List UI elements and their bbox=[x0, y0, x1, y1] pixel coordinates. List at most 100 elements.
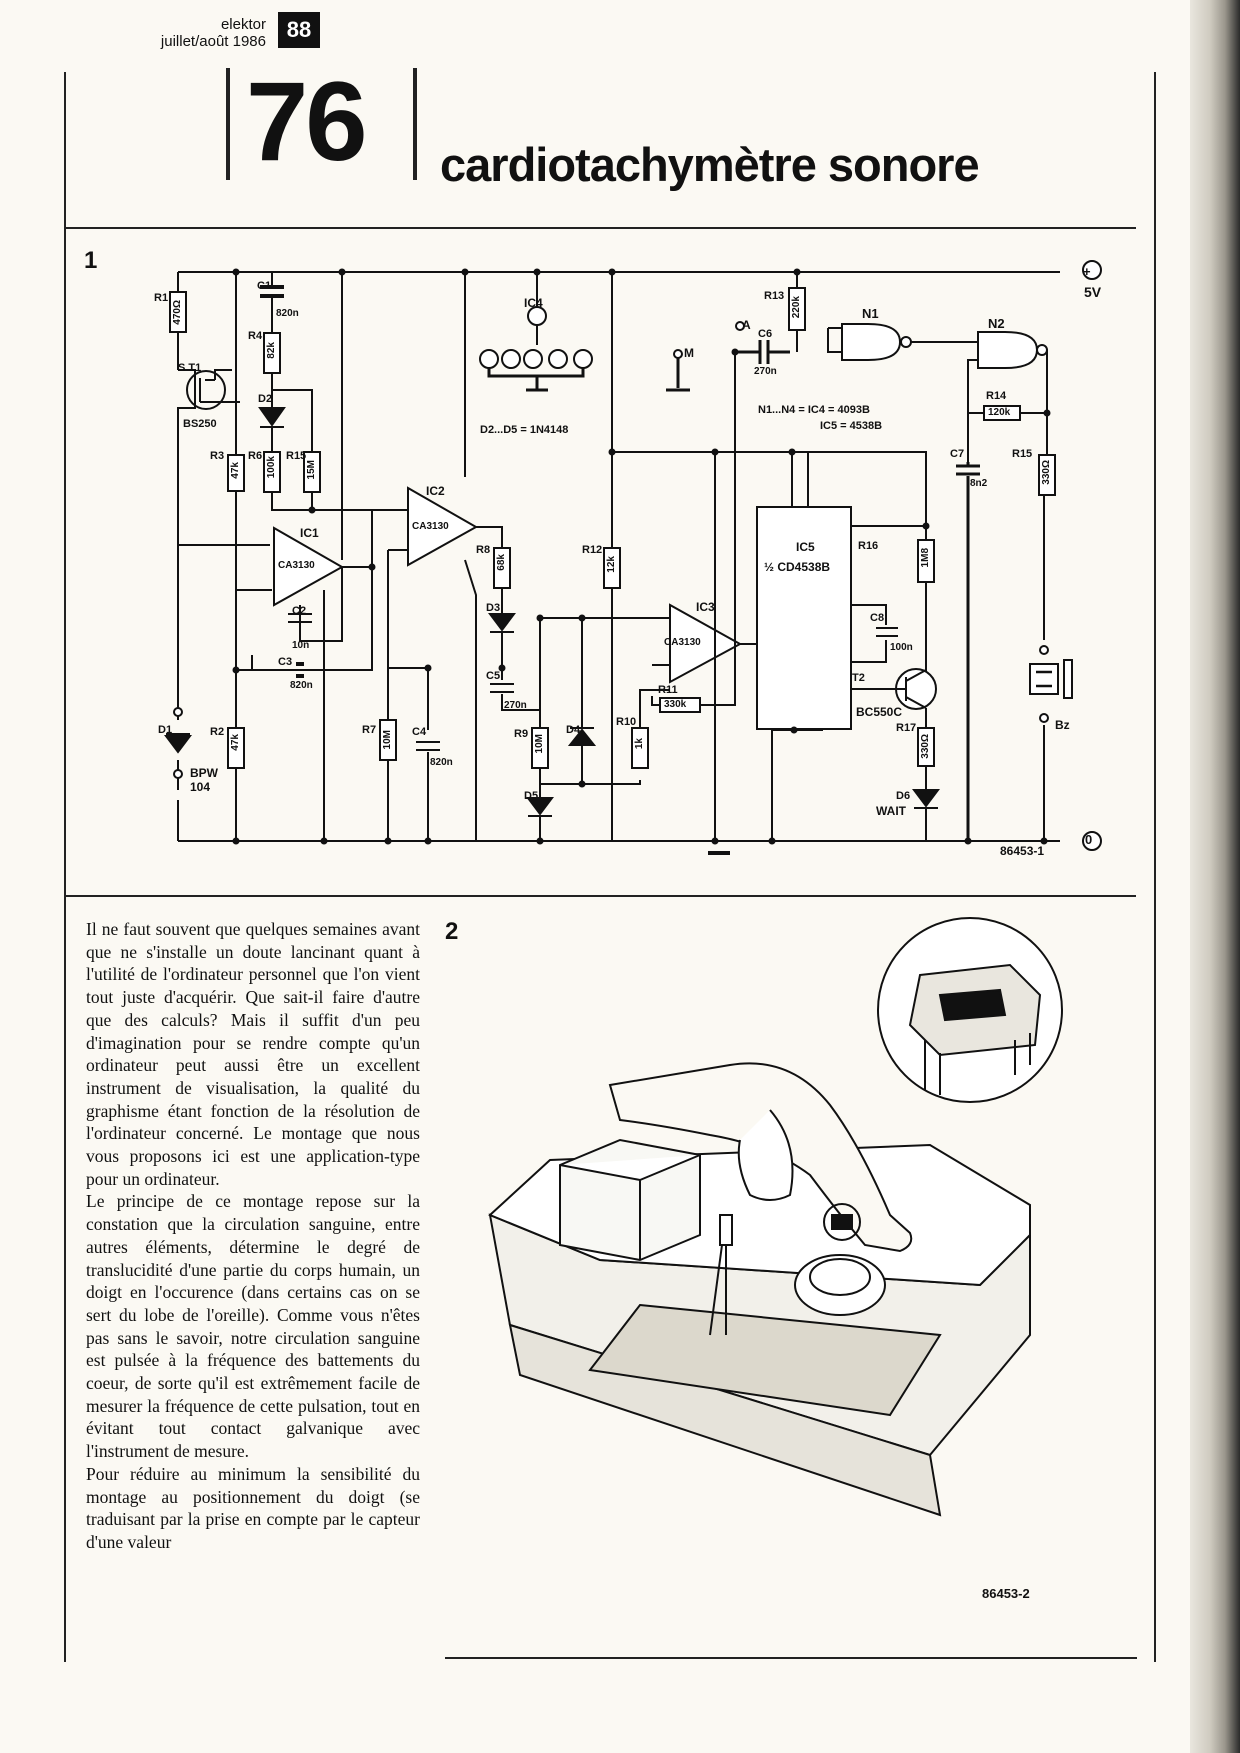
value-r1: 470Ω bbox=[172, 300, 183, 325]
value-r3: 47k bbox=[230, 462, 241, 479]
value-r16: 1M8 bbox=[920, 548, 931, 568]
title-bar-right bbox=[413, 68, 417, 180]
note-diodes: D2...D5 = 1N4148 bbox=[480, 424, 569, 436]
label-ic1: IC1 bbox=[300, 526, 319, 540]
magazine-name: elektor bbox=[220, 16, 266, 33]
rule-under-title bbox=[66, 227, 1136, 229]
label-c5: C5 bbox=[486, 670, 501, 682]
page-number: 88 bbox=[278, 12, 320, 48]
article-title: cardiotachymètre sonore bbox=[440, 138, 980, 191]
value-r9: 10M bbox=[534, 734, 545, 754]
label-r3: R3 bbox=[210, 450, 225, 462]
paragraph-1: Il ne faut souvent que quelques semaines… bbox=[86, 919, 420, 1189]
label-r12: R12 bbox=[582, 544, 603, 556]
rule-under-schematic bbox=[66, 895, 1136, 897]
value-t2: BC550C bbox=[856, 705, 903, 719]
value-d6: WAIT bbox=[876, 804, 906, 818]
label-r17: R17 bbox=[896, 722, 917, 734]
value-ic3: CA3130 bbox=[664, 637, 701, 648]
value-r7: 10M bbox=[382, 730, 393, 750]
value-r12: 12k bbox=[606, 556, 617, 573]
value-r15b: 330Ω bbox=[1041, 460, 1052, 485]
value-r10: 1k bbox=[634, 738, 645, 750]
label-r9: R9 bbox=[514, 728, 529, 740]
label-r10: R10 bbox=[616, 716, 637, 728]
label-n2: N2 bbox=[988, 316, 1005, 331]
article-number: 76 bbox=[246, 59, 368, 184]
value-c7: 8n2 bbox=[970, 478, 988, 489]
value-ic2: CA3130 bbox=[412, 521, 449, 532]
value-ic5: ½ CD4538B bbox=[764, 560, 831, 574]
value-d1: BPW 104 bbox=[190, 766, 218, 794]
running-header: elektor juillet/août 1986 bbox=[130, 16, 266, 50]
label-d4: D4 bbox=[566, 724, 581, 736]
plus-icon: + bbox=[1083, 264, 1091, 279]
value-c5: 270n bbox=[504, 700, 527, 711]
rule-under-figure2 bbox=[445, 1657, 1137, 1659]
figure2-number: 2 bbox=[445, 918, 459, 945]
label-d1: D1 bbox=[158, 724, 173, 736]
figure1-code: 86453-1 bbox=[1000, 844, 1045, 858]
label-ic5: IC5 bbox=[796, 540, 815, 554]
note-ic5: IC5 = 4538B bbox=[820, 420, 883, 432]
value-c1: 820n bbox=[276, 308, 299, 319]
value-r17: 330Ω bbox=[920, 734, 931, 759]
left-margin-rule bbox=[64, 72, 66, 1662]
value-ic1: CA3130 bbox=[278, 560, 315, 571]
value-c4: 820n bbox=[430, 757, 453, 768]
issue-date: juillet/août 1986 bbox=[160, 33, 266, 50]
label-c4: C4 bbox=[412, 726, 427, 738]
value-c8: 100n bbox=[890, 642, 913, 653]
value-r14: 120k bbox=[988, 407, 1011, 418]
label-c8: C8 bbox=[870, 612, 885, 624]
label-n1: N1 bbox=[862, 306, 879, 321]
zero-icon: 0 bbox=[1085, 832, 1093, 847]
label-r16: R16 bbox=[858, 540, 879, 552]
label-d2: D2 bbox=[258, 393, 273, 405]
label-r4: R4 bbox=[248, 330, 263, 342]
label-ic4: IC4 bbox=[524, 296, 543, 310]
label-c2: C2 bbox=[292, 605, 307, 617]
label-r7: R7 bbox=[362, 724, 377, 736]
figure2-code: 86453-2 bbox=[982, 1586, 1030, 1601]
test-point-a: A bbox=[742, 318, 751, 332]
note-ic4: N1...N4 = IC4 = 4093B bbox=[758, 404, 870, 416]
label-bz: Bz bbox=[1055, 718, 1070, 732]
value-r8: 68k bbox=[496, 554, 507, 571]
label-d5: D5 bbox=[524, 790, 539, 802]
label-r15a: R15 bbox=[286, 450, 307, 462]
title-bar-left bbox=[226, 68, 230, 180]
value-c3: 820n bbox=[290, 680, 313, 691]
test-point-m: M bbox=[684, 346, 694, 360]
value-r6: 100k bbox=[266, 456, 277, 479]
label-r8: R8 bbox=[476, 544, 491, 556]
label-r6: R6 bbox=[248, 450, 263, 462]
label-c1: C1 bbox=[257, 280, 272, 292]
label-r1: R1 bbox=[154, 292, 169, 304]
page-edge bbox=[1190, 0, 1240, 1753]
value-t1: BS250 bbox=[183, 418, 217, 430]
value-r2: 47k bbox=[230, 734, 241, 751]
value-r13: 220k bbox=[791, 296, 802, 319]
label-t1: S T1 bbox=[178, 362, 202, 374]
figure1-number: 1 bbox=[84, 247, 98, 274]
value-c6: 270n bbox=[754, 366, 777, 377]
paragraph-2: Le principe de ce montage repose sur la … bbox=[86, 1191, 420, 1462]
label-ic3: IC3 bbox=[696, 600, 715, 614]
supply-label: 5V bbox=[1084, 284, 1102, 300]
value-c2: 10n bbox=[292, 640, 310, 651]
label-r14: R14 bbox=[986, 390, 1007, 402]
label-r11: R11 bbox=[658, 684, 678, 696]
article-body: Il ne faut souvent que quelques semaines… bbox=[86, 918, 420, 1554]
right-margin-rule bbox=[1154, 72, 1156, 1662]
device-illustration bbox=[488, 917, 1063, 1517]
label-c3: C3 bbox=[278, 656, 293, 668]
label-r13: R13 bbox=[764, 290, 785, 302]
label-t2: T2 bbox=[852, 672, 865, 684]
value-r4: 82k bbox=[266, 342, 277, 359]
label-r2: R2 bbox=[210, 726, 225, 738]
value-r15a: 15M bbox=[306, 460, 317, 480]
label-c7: C7 bbox=[950, 448, 965, 460]
circuit-schematic bbox=[164, 260, 1102, 855]
value-r11: 330k bbox=[664, 699, 687, 710]
